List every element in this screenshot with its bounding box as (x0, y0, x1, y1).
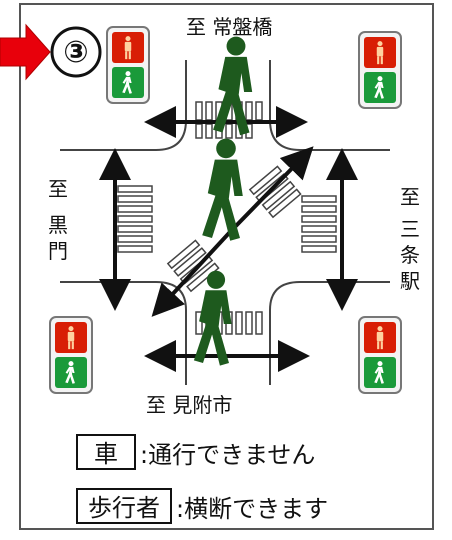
crosswalk-left (117, 185, 153, 253)
signal-bottom-left-icon (49, 316, 93, 394)
signal-bottom-right-icon (358, 316, 402, 394)
destination-right-2: 三 (400, 217, 420, 241)
crosswalk-right (301, 195, 337, 253)
marker-circle (50, 26, 102, 78)
legend-pedestrian-text: :横断できます (176, 494, 329, 523)
destination-bottom: 至 見附市 (146, 393, 232, 417)
marker-number: ③ (63, 35, 88, 70)
legend-car-label: 車 (76, 434, 136, 470)
red-arrow-icon (0, 23, 51, 81)
destination-top: 至 常盤橋 (186, 15, 272, 39)
legend: 車 :通行できません 歩行者 :横断できます (76, 432, 328, 540)
legend-car-text: :通行できません (140, 440, 316, 469)
legend-row-pedestrian: 歩行者 :横断できます (76, 486, 328, 526)
destination-right-1: 至 (400, 185, 420, 209)
signal-top-left-icon (106, 26, 150, 104)
destination-right-4: 駅 (400, 269, 420, 293)
destination-left-2: 黒 (48, 213, 68, 237)
destination-left-3: 門 (48, 239, 68, 263)
destination-right-3: 条 (400, 243, 420, 267)
legend-pedestrian-label: 歩行者 (76, 488, 172, 524)
signal-top-right-icon (358, 31, 402, 109)
legend-row-car: 車 :通行できません (76, 432, 328, 472)
destination-left-1: 至 (48, 177, 68, 201)
